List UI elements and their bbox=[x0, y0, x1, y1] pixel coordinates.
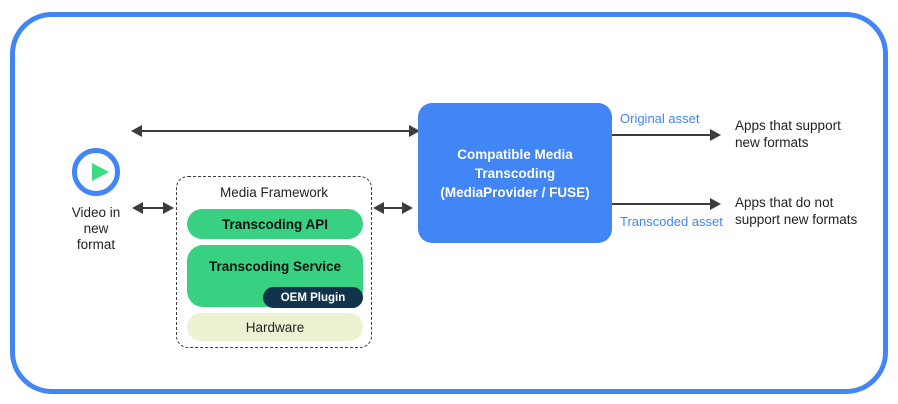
video-source-group: Video in new format bbox=[46, 148, 146, 253]
video-source-caption: Video in new format bbox=[71, 205, 121, 252]
connector-transcoded-asset-line bbox=[612, 203, 712, 205]
label-apps-no-support-new-formats: Apps that do not support new formats bbox=[735, 195, 858, 227]
connector-transcoded-asset-arrowhead bbox=[710, 198, 721, 210]
compatible-media-transcoding-box[interactable]: Compatible Media Transcoding (MediaProvi… bbox=[418, 103, 612, 243]
oem-plugin-badge[interactable]: OEM Plugin bbox=[263, 287, 363, 308]
connector-source-framework-arrowhead-left bbox=[132, 202, 143, 214]
layer-transcoding-api[interactable]: Transcoding API bbox=[187, 209, 363, 239]
connector-source-framework-arrowhead-right bbox=[163, 202, 174, 214]
connector-framework-transcoding-arrowhead-left bbox=[373, 202, 384, 214]
connector-source-transcoding-arrowhead-right bbox=[409, 125, 420, 137]
connector-original-asset-line bbox=[612, 134, 712, 136]
media-framework-title: Media Framework bbox=[219, 185, 329, 200]
label-original-asset: Original asset bbox=[620, 111, 700, 126]
connector-source-transcoding-line bbox=[140, 130, 412, 132]
layer-transcoding-api-label: Transcoding API bbox=[221, 216, 329, 232]
media-framework-container: Media Framework Transcoding API Transcod… bbox=[176, 176, 372, 348]
label-apps-support-new-formats: Apps that support new formats bbox=[735, 118, 841, 150]
connector-source-framework-line bbox=[141, 207, 165, 209]
connector-source-transcoding-arrowhead-left bbox=[131, 125, 142, 137]
play-circle-icon bbox=[72, 148, 120, 196]
connector-original-asset-arrowhead bbox=[710, 129, 721, 141]
layer-transcoding-service[interactable]: Transcoding Service OEM Plugin bbox=[187, 245, 363, 308]
layer-hardware-label: Hardware bbox=[245, 319, 305, 335]
play-triangle-icon bbox=[92, 163, 109, 181]
label-transcoded-asset: Transcoded asset bbox=[620, 214, 723, 229]
connector-framework-transcoding-line bbox=[382, 207, 404, 209]
connector-framework-transcoding-arrowhead-right bbox=[402, 202, 413, 214]
layer-transcoding-service-label: Transcoding Service bbox=[208, 259, 342, 274]
compatible-media-transcoding-label: Compatible Media Transcoding (MediaProvi… bbox=[440, 146, 590, 200]
layer-hardware[interactable]: Hardware bbox=[187, 313, 363, 341]
